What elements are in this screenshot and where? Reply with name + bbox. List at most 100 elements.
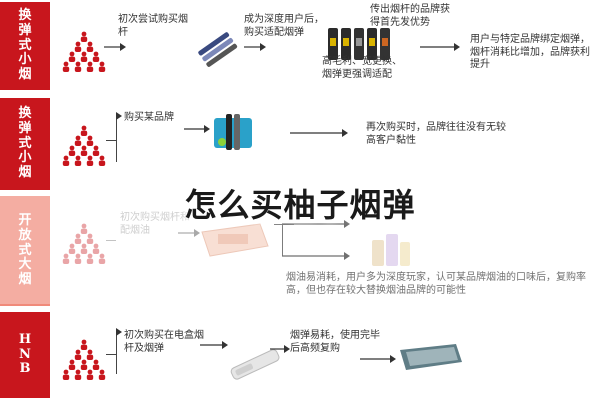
person-icon-body [80,150,88,156]
row-4-label-char: N [19,346,31,362]
row-4-arrow-1 [116,327,122,337]
row-3-arrow-1 [178,228,200,238]
person-icon-head [99,155,105,161]
person-icon-body [98,258,106,264]
person-icon-body [98,160,106,166]
row-3-bracket [282,224,283,256]
person-icon-body [80,130,88,136]
person-icon-body [68,150,76,156]
person-icon-body [74,238,82,244]
row-1-step-1-text: 初次尝试购买烟杆 [118,14,188,38]
person-icon-head [99,253,105,259]
row-4-connector-line [106,354,116,355]
person-icon-body [74,374,82,380]
person-icon-head [81,125,87,131]
person-icon-body [92,150,100,156]
person-icon-head [87,61,93,67]
person-icon-head [69,359,75,365]
person-icon-body [74,66,82,72]
row-3-label-band: 开 放 式 大 烟 [0,196,50,306]
person-icon-body [86,238,94,244]
row-3-people-icon [54,220,114,266]
person-icon-head [75,155,81,161]
row-4-step-1-text: 初次购买在电盒烟杆及烟弹 [124,330,204,354]
person-icon-body [74,258,82,264]
person-icon-body [86,354,94,360]
person-icon-head [99,61,105,67]
person-icon-body [68,364,76,370]
person-icon-body [80,344,88,350]
person-icon-head [63,253,69,259]
row-1-step-5-text: 用户与特定品牌绑定烟弹，烟杆消耗比增加，品牌获利提升 [470,34,590,70]
row-1-people-icon [54,28,114,74]
row-2-step-2-text: 再次购买时，品牌往往没有无较高客户黏性 [366,122,506,146]
row-2-label-char: 小 [18,150,32,166]
row-2-label-char: 弹 [18,120,32,136]
person-icon-head [87,253,93,259]
row-1-label-char: 换 [18,7,32,23]
row-1-product-image-cans [326,26,396,62]
person-icon-body [86,140,94,146]
row-4-label-char: H [18,331,32,347]
row-1-arrow-2 [244,42,266,52]
person-icon-head [93,145,99,151]
row-2-product-image [212,112,254,152]
row-4-step-2-text: 烟弹易耗，使用完毕后高频复购 [290,330,380,354]
row-2-bracket [116,116,117,162]
person-icon-body [86,258,94,264]
person-icon-body [92,248,100,254]
row-1-label-char: 弹 [18,22,32,38]
person-icon-body [86,66,94,72]
row-3-step-1-text: 初次购买烟杆和配烟油 [120,212,190,236]
row-3-step-2-text: 烟油易消耗，用户多为深度玩家，认可某品牌烟油的口味后，复购率高，但也存在较大替换… [286,272,586,296]
person-icon-head [87,155,93,161]
row-1-step-4-text: 高毛利、宽更换、烟弹更强调适配 [322,56,402,80]
row-2-label-char: 式 [18,135,32,151]
person-icon-head [63,155,69,161]
person-icon-body [80,248,88,254]
row-1-arrow-1 [104,42,126,52]
row-1-step-2-text: 成为深度用户后，购买适配烟弹 [244,14,324,38]
row-3-arrow-3 [282,251,350,261]
person-icon-head [81,243,87,249]
person-icon-head [69,51,75,57]
row-2-people-icon [54,122,114,168]
row-4-arrow-4 [360,354,396,364]
row-2-connector-line [106,140,116,141]
row-3-label-char: 式 [18,242,32,258]
person-icon-head [75,61,81,67]
row-2-label-char: 烟 [18,165,32,181]
row-2-arrow-2 [184,124,210,134]
person-icon-head [75,233,81,239]
person-icon-head [99,369,105,375]
row-3-label-char: 开 [18,212,32,228]
row-4-arrow-2 [200,340,228,350]
person-icon-head [63,61,69,67]
row-4-label-char: B [19,361,31,377]
person-icon-head [93,243,99,249]
row-3-label-char: 大 [18,257,32,273]
row-4-product-image-device [226,342,286,386]
row-4-arrow-3 [270,344,290,354]
person-icon-head [81,223,87,229]
person-icon-head [81,31,87,37]
person-icon-head [81,51,87,57]
person-icon-body [80,56,88,62]
person-icon-head [87,233,93,239]
person-icon-head [75,349,81,355]
person-icon-body [80,228,88,234]
row-2-arrow-3 [290,128,348,138]
row-2-arrow-1 [116,111,122,121]
person-icon-body [86,160,94,166]
person-icon-body [98,374,106,380]
row-1-label-band: 换 弹 式 小 烟 [0,2,50,90]
person-icon-head [87,135,93,141]
person-icon-body [92,56,100,62]
row-3-arrow-2 [282,219,350,229]
person-icon-head [69,243,75,249]
row-4-people-icon [54,336,114,382]
row-4-product-image-box [398,342,464,372]
person-icon-body [62,160,70,166]
person-icon-head [75,253,81,259]
person-icon-body [98,66,106,72]
